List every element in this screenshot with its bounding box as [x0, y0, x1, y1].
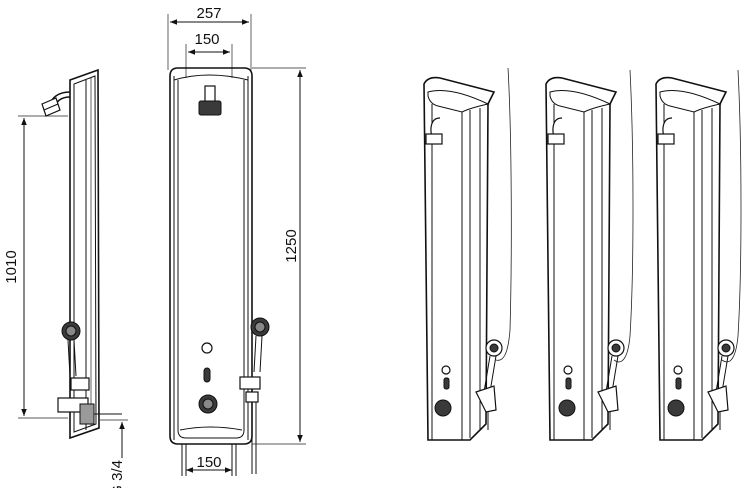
side-panel [69, 68, 100, 440]
side-hand-shower [57, 321, 122, 425]
dimension-front-height: 1250 [252, 67, 306, 445]
front-controls [198, 342, 218, 414]
side-height-label: 1010 [3, 250, 20, 283]
side-view: 1010 G 3/4 [3, 68, 128, 488]
perspective-panel-3 [655, 69, 742, 441]
dimension-bottom-spacing: 150 [186, 454, 232, 473]
dimension-front-total-width: 257 [167, 5, 252, 70]
front-height-label: 1250 [283, 229, 300, 262]
front-supply-pipes [181, 444, 237, 476]
front-hand-shower [239, 317, 270, 474]
front-view: 257 150 [167, 5, 306, 476]
front-total-width-label: 257 [196, 5, 221, 22]
dimension-front-inner-width: 150 [185, 31, 233, 78]
dimension-connection: G 3/4 [100, 419, 128, 488]
connection-label: G 3/4 [109, 460, 126, 488]
front-inner-width-label: 150 [194, 31, 219, 48]
dimension-side-height: 1010 [3, 115, 68, 419]
front-shower-head [198, 85, 222, 116]
perspective-panel-2 [545, 69, 634, 441]
perspective-panel-1 [423, 67, 512, 441]
side-shower-head [41, 91, 71, 117]
bottom-spacing-label: 150 [196, 454, 221, 471]
